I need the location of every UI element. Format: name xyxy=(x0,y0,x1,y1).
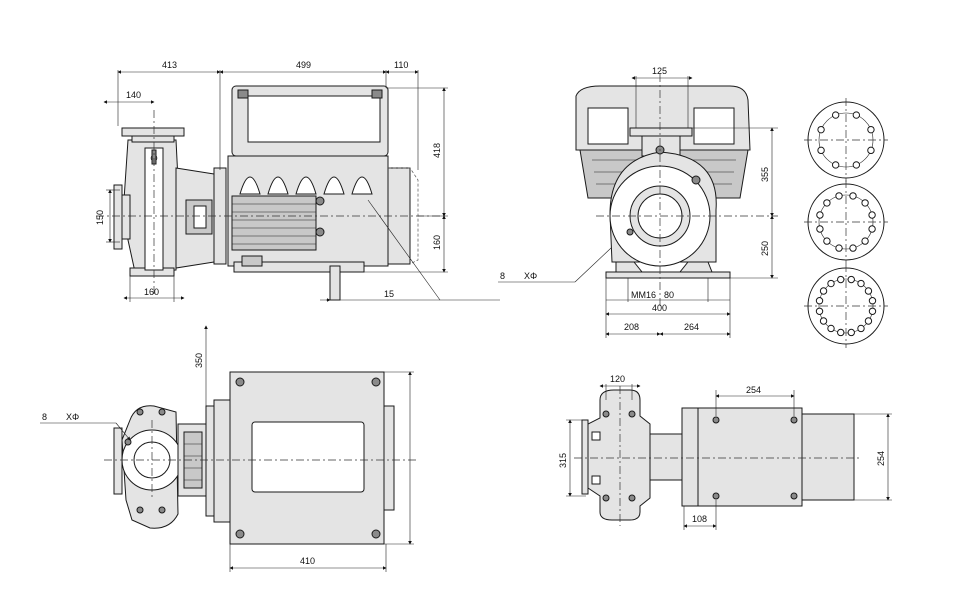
dim-15: 15 xyxy=(384,289,394,299)
dim-110: 110 xyxy=(394,60,408,70)
flange-pattern-4 xyxy=(804,98,888,182)
dim-108: 108 xyxy=(692,514,707,524)
bolt-hole xyxy=(857,279,865,288)
bolt-hole xyxy=(817,125,825,134)
dim-264: 264 xyxy=(684,322,699,332)
dim-315: 315 xyxy=(558,453,568,468)
dim-140: 140 xyxy=(126,90,141,100)
bolt-hole xyxy=(852,111,861,119)
dim-125: 125 xyxy=(652,66,667,76)
bolt-hole xyxy=(816,225,824,233)
dim-418: 418 xyxy=(432,143,442,158)
bolt-hole xyxy=(837,275,845,284)
dim-410: 410 xyxy=(300,556,315,566)
bolt-hole xyxy=(847,328,855,337)
bolt-hole xyxy=(867,125,875,134)
flange-pattern-12 xyxy=(804,264,888,348)
bolt-hole xyxy=(835,244,843,252)
dim-413: 413 xyxy=(162,60,177,70)
bolt-hole xyxy=(827,324,835,333)
bolt-hole xyxy=(837,328,845,337)
bolt-hole xyxy=(815,307,824,315)
dim-400: 400 xyxy=(652,303,667,313)
flange-pattern-8 xyxy=(804,180,888,264)
dim-250: 250 xyxy=(760,241,770,256)
bolt-hole xyxy=(861,199,869,207)
callout-symbol-side: XΦ xyxy=(524,271,537,281)
bolt-hole xyxy=(827,279,835,288)
bolt-hole xyxy=(819,317,828,325)
bolt-hole xyxy=(819,287,828,295)
bolt-hole xyxy=(847,275,855,284)
dim-160-height: 160 xyxy=(432,235,442,250)
dim-350: 350 xyxy=(194,353,204,368)
callout-count-top: 8 xyxy=(42,412,47,422)
callout-bolts-top: 8 XΦ xyxy=(40,412,131,441)
bolt-hole xyxy=(816,211,824,219)
dim-80: 80 xyxy=(664,290,674,300)
dim-355: 355 xyxy=(760,167,770,182)
bolt-hole xyxy=(831,111,840,119)
bolt-hole xyxy=(815,297,824,305)
bolt-hole xyxy=(868,307,877,315)
dim-254-vertical: 254 xyxy=(876,451,886,466)
dim-499: 499 xyxy=(296,60,311,70)
callout-symbol-top: XΦ xyxy=(66,412,79,422)
dim-208: 208 xyxy=(624,322,639,332)
dim-254-horizontal: 254 xyxy=(746,385,761,395)
bolt-hole xyxy=(864,317,873,325)
bolt-hole xyxy=(835,192,843,200)
label-mm16: MM16 xyxy=(631,290,656,300)
dim-120: 120 xyxy=(610,374,625,384)
bolt-hole xyxy=(849,192,857,200)
bolt-hole xyxy=(868,211,876,219)
front-view: 125 355 250 MM16 80 400 208 264 xyxy=(575,66,778,338)
bolt-hole xyxy=(831,161,840,169)
dim-160-foot: 160 xyxy=(144,287,159,297)
bolt-hole xyxy=(867,146,875,155)
bolt-hole xyxy=(868,225,876,233)
bolt-hole xyxy=(849,244,857,252)
bolt-hole xyxy=(823,199,831,207)
bolt-hole xyxy=(817,146,825,155)
bolt-hole xyxy=(852,161,861,169)
top-view: 350 410 xyxy=(104,325,418,572)
side-view: 413 499 110 140 418 160 150 160 15 xyxy=(95,60,500,302)
callout-count-side: 8 xyxy=(500,271,505,281)
bottom-view: 120 254 315 254 108 xyxy=(558,374,892,530)
bolt-hole xyxy=(868,297,877,305)
bolt-hole xyxy=(864,287,873,295)
bolt-hole xyxy=(861,237,869,245)
bolt-hole xyxy=(857,324,865,333)
bolt-hole xyxy=(823,237,831,245)
dim-150: 150 xyxy=(95,210,105,225)
